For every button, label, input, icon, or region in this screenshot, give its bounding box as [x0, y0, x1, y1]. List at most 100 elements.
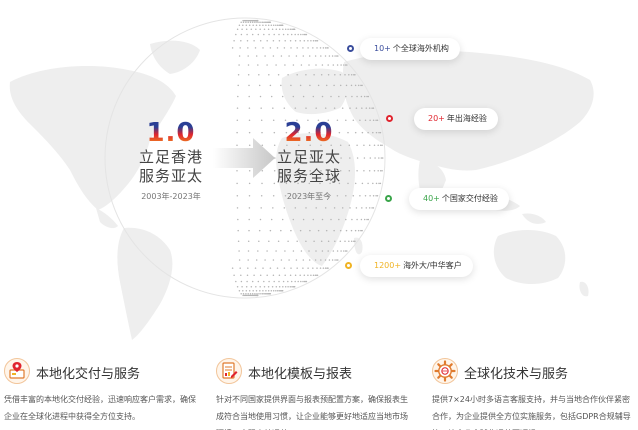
- globe-dot: [353, 74, 355, 76]
- globe-dot: [339, 84, 342, 87]
- globe-dot: [368, 107, 371, 109]
- globe-dot: [237, 218, 239, 221]
- globe-dot: [284, 285, 287, 288]
- globe-dot: [261, 144, 264, 147]
- globe-dot: [250, 28, 253, 31]
- globe-dot: [291, 285, 293, 288]
- globe-dot: [381, 157, 384, 159]
- globe-dot: [322, 267, 325, 269]
- globe-dot: [239, 267, 241, 269]
- globe-dot: [248, 24, 251, 27]
- globe-dot: [340, 64, 342, 66]
- globe-dot: [269, 84, 272, 87]
- globe-dot: [288, 55, 290, 57]
- globe-dot: [347, 131, 349, 134]
- globe-dot: [316, 47, 318, 49]
- globe-dot: [236, 107, 239, 109]
- globe-dot: [369, 119, 371, 121]
- stage-1-years: 2003年-2023年: [141, 192, 201, 201]
- globe-dot: [376, 119, 379, 121]
- globe-dot: [328, 55, 331, 57]
- globe-dot: [278, 28, 281, 31]
- globe-dot: [272, 39, 275, 42]
- globe-dot: [272, 24, 275, 27]
- globe-dot: [238, 24, 241, 27]
- globe-dot: [312, 39, 315, 42]
- globe-dot: [319, 182, 321, 185]
- globe-dot: [291, 28, 293, 31]
- globe-dot: [343, 250, 345, 252]
- globe-dot: [321, 64, 324, 66]
- globe-dot: [322, 47, 325, 49]
- globe-dot: [287, 33, 289, 36]
- globe-dot: [325, 84, 328, 87]
- globe-dot: [294, 207, 297, 209]
- globe-dot: [334, 240, 336, 242]
- globe-dot: [305, 240, 307, 242]
- globe-dot: [296, 240, 298, 242]
- globe-dot: [259, 274, 262, 277]
- globe-dot: [280, 259, 283, 261]
- globe-dot: [320, 144, 322, 147]
- localization-delivery-icon: [4, 358, 30, 384]
- globe-dot: [242, 19, 244, 22]
- globe-dot: [261, 182, 263, 185]
- globe-dot: [336, 250, 339, 252]
- globe-dot: [366, 95, 368, 98]
- globe-dot: [255, 285, 257, 288]
- globe-dot: [238, 64, 240, 66]
- globe-dot: [302, 95, 305, 98]
- globe-dot: [309, 157, 312, 159]
- globe-dot: [259, 218, 262, 221]
- progress-arrow-icon: [213, 138, 275, 178]
- globe-dot: [236, 207, 239, 209]
- globe-dot: [332, 250, 335, 252]
- globe-dot: [295, 259, 298, 261]
- globe-dot: [251, 21, 254, 24]
- globe-dot: [352, 195, 355, 197]
- globe-dot: [259, 95, 262, 98]
- globe-dot: [282, 285, 284, 288]
- globe-dot: [258, 240, 260, 242]
- globe-dot: [300, 250, 303, 252]
- stage-2-slogan-line2: 服务全球: [276, 167, 341, 185]
- milestone-3-label: 个国家交付经验: [441, 194, 498, 203]
- globe-dot: [290, 47, 292, 49]
- globe-dot: [329, 182, 331, 185]
- globe-dot: [327, 47, 329, 49]
- globe-dot: [272, 119, 275, 121]
- globe-dot: [352, 119, 355, 121]
- globe-dot: [298, 169, 300, 172]
- globe-dot: [312, 95, 315, 98]
- globe-dot: [297, 131, 299, 134]
- globe-dot: [290, 280, 293, 283]
- globe-dot: [272, 289, 275, 292]
- globe-dot: [341, 107, 344, 109]
- globe-dot: [305, 33, 308, 36]
- globe-dot: [349, 107, 351, 109]
- globe-dot: [259, 24, 261, 27]
- globe-dot: [339, 169, 342, 172]
- globe-dot: [248, 195, 251, 197]
- globe-dot: [271, 285, 274, 288]
- globe-dot: [268, 240, 270, 242]
- globe-dot: [316, 274, 319, 277]
- globe-dot: [372, 195, 375, 197]
- globe-dot: [314, 39, 317, 42]
- globe-dot: [297, 33, 299, 36]
- globe-dot: [300, 64, 303, 66]
- globe-dot: [345, 195, 347, 197]
- globe-dot: [286, 144, 288, 147]
- globe-dot: [246, 280, 248, 283]
- globe-dot: [333, 229, 335, 232]
- globe-dot: [296, 119, 298, 121]
- globe-dot: [303, 39, 306, 42]
- globe-dot: [240, 39, 242, 42]
- globe-dot: [276, 47, 279, 49]
- globe-dot: [248, 289, 251, 292]
- globe-dot: [324, 107, 327, 109]
- globe-dot: [381, 169, 383, 172]
- globe-dot: [270, 95, 273, 98]
- globe-dot: [309, 144, 311, 147]
